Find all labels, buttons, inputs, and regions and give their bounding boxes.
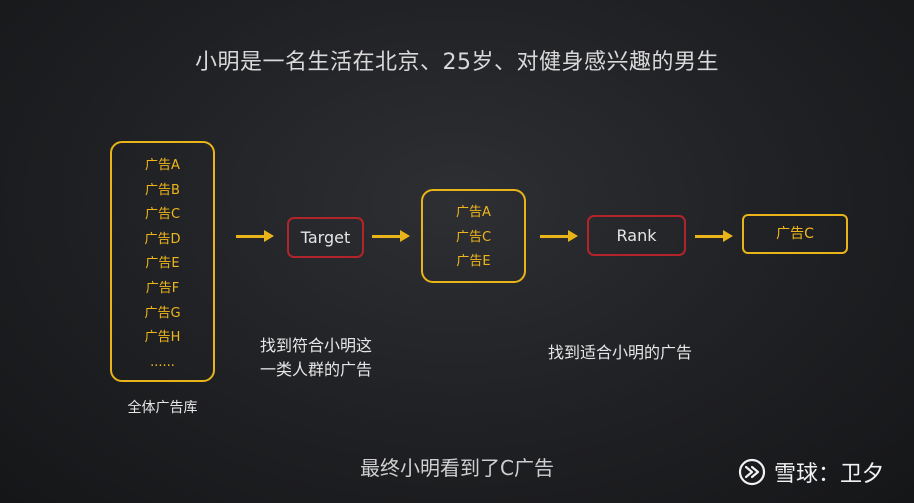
arrow-right-icon: [695, 229, 733, 243]
ad-pool-item: 广告E: [145, 256, 180, 272]
snowball-logo-icon: [738, 458, 766, 486]
ad-pool-item: 广告A: [145, 158, 180, 173]
target-result-item: 广告A: [456, 205, 491, 220]
ad-pool-box: 广告A 广告B 广告C 广告D 广告E 广告F 广告G 广告H ......: [110, 141, 215, 382]
conclusion-text: 最终小明看到了C广告: [360, 456, 554, 480]
target-result-box: 广告A 广告C 广告E: [421, 189, 526, 283]
target-caption-line: 一类人群的广告: [260, 360, 373, 379]
final-result-box: 广告C: [742, 214, 848, 254]
watermark: 雪球：卫夕: [738, 456, 884, 488]
ad-pool-item: 广告F: [145, 280, 180, 296]
arrow-right-icon: [540, 229, 578, 243]
final-result-label: 广告C: [776, 225, 814, 242]
arrow-right-icon: [372, 229, 410, 243]
ad-pool-item: 广告D: [144, 231, 181, 247]
watermark-text: 雪球：卫夕: [773, 462, 884, 487]
diagram-title: 小明是一名生活在北京、25岁、对健身感兴趣的男生: [195, 50, 719, 75]
arrow-right-icon: [236, 229, 274, 243]
target-step-box: Target: [287, 217, 364, 258]
rank-step-box: Rank: [587, 215, 686, 256]
target-caption: 找到符合小明这 一类人群的广告: [260, 334, 410, 382]
ad-pool-caption: 全体广告库: [127, 400, 198, 416]
ad-pool-item: ......: [150, 354, 175, 370]
ad-pool-item: 广告G: [144, 305, 181, 321]
ad-pool-item: 广告C: [144, 207, 181, 223]
target-result-item: 广告C: [455, 229, 492, 245]
ad-pool-item: 广告H: [144, 330, 181, 346]
ad-pool-item: 广告B: [145, 182, 180, 198]
rank-caption: 找到适合小明的广告: [548, 343, 693, 362]
target-result-item: 广告E: [456, 254, 491, 270]
target-caption-line: 找到符合小明这: [260, 336, 373, 355]
